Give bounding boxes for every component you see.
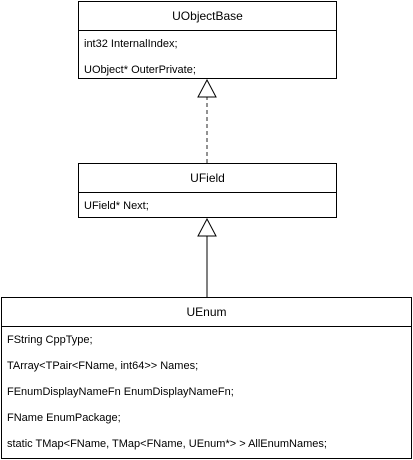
class-title: UObjectBase <box>79 2 336 31</box>
field-enum-package: FName EnumPackage; <box>7 412 121 424</box>
field-all-enum-names: static TMap<FName, TMap<FName, UEnum*> >… <box>7 438 327 450</box>
class-uobjectbase[interactable]: UObjectBase int32 InternalIndex; UObject… <box>78 1 337 79</box>
class-fields: int32 InternalIndex; UObject* OuterPriva… <box>79 31 336 83</box>
class-title: UField <box>79 164 336 193</box>
field-outer-private: UObject* OuterPrivate; <box>84 64 196 76</box>
field-enum-display-name-fn: FEnumDisplayNameFn EnumDisplayNameFn; <box>7 386 234 398</box>
field-cpp-type: FString CppType; <box>7 334 93 346</box>
field-names: TArray<TPair<FName, int64>> Names; <box>7 360 199 372</box>
class-fields: FString CppType; TArray<TPair<FName, int… <box>2 327 411 457</box>
class-ufield[interactable]: UField UField* Next; <box>78 163 337 218</box>
class-title: UEnum <box>2 298 411 327</box>
class-fields: UField* Next; <box>79 193 336 219</box>
hollow-arrowhead-icon <box>197 78 217 98</box>
hollow-arrowhead-icon <box>197 217 217 237</box>
field-next: UField* Next; <box>84 200 149 212</box>
field-internal-index: int32 InternalIndex; <box>84 38 178 50</box>
class-uenum[interactable]: UEnum FString CppType; TArray<TPair<FNam… <box>1 297 412 459</box>
